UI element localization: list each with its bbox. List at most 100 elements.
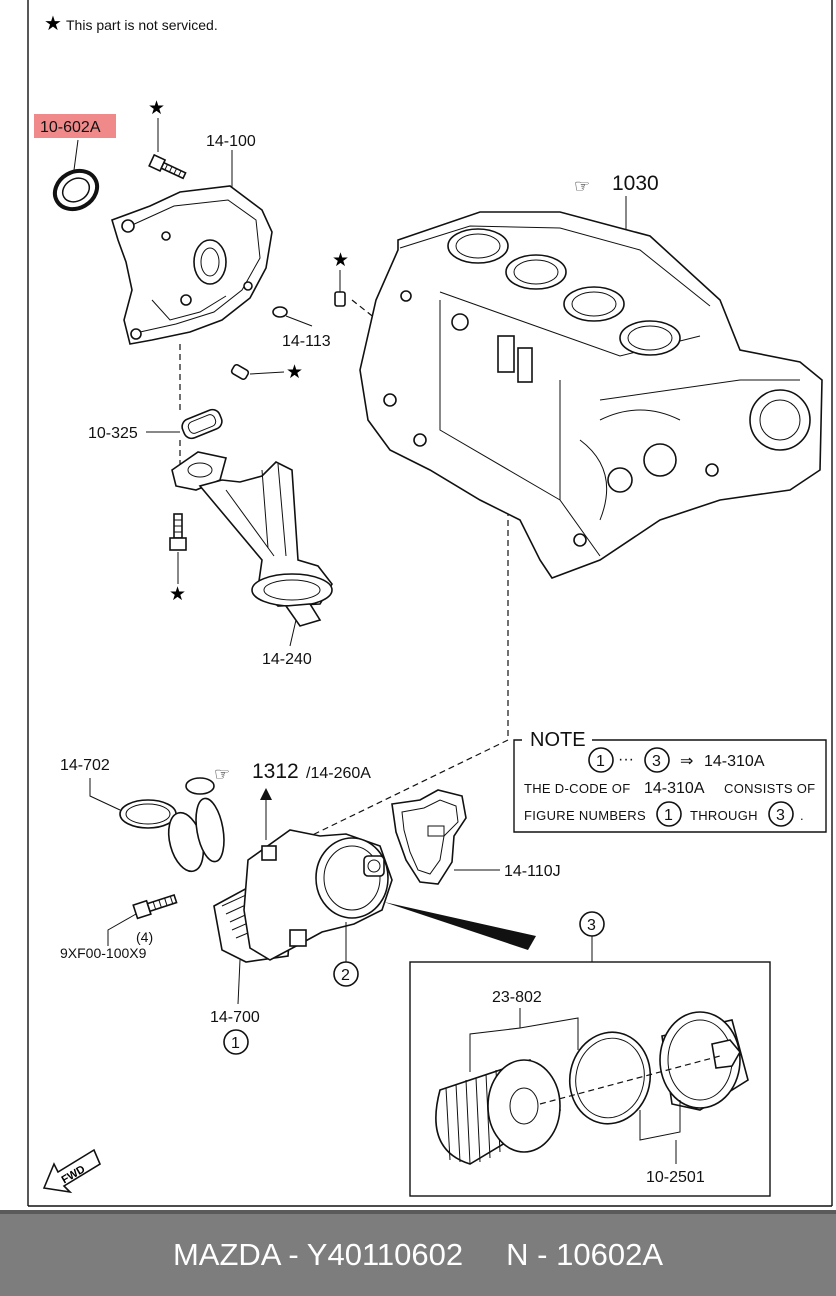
leader-oil-seal	[73, 139, 79, 171]
callout-1	[223, 1029, 249, 1055]
oil-seal-group: 10-602A	[34, 114, 116, 212]
label-oil-strainer: 14-240	[262, 651, 312, 668]
parts-diagram: ★ This part is not serviced. 10-602A ★ 1…	[27, 0, 833, 1207]
fwd-label: FWD	[60, 1163, 88, 1186]
note-dots: ···	[618, 751, 634, 768]
hand-pointer-icon: ☞	[574, 176, 590, 197]
leader-dowel-star	[249, 371, 285, 375]
guide-line	[297, 739, 509, 843]
callout-2-text: 2	[341, 967, 350, 984]
star-icon: ★	[332, 249, 349, 271]
footer-bar: MAZDA - Y40110602 N - 10602A	[0, 1210, 836, 1296]
highlight-box	[34, 114, 116, 138]
fwd-arrow-icon: FWD	[42, 1148, 102, 1194]
callout-1-text: 1	[231, 1035, 240, 1052]
block-dowel-pin	[334, 291, 346, 307]
pointer-wedge	[384, 902, 536, 950]
footer-gap	[463, 1237, 506, 1272]
footer-sep: -	[279, 1237, 307, 1272]
gasket-325-group: 10-325	[88, 408, 223, 442]
label-bolt: 9XF00-100X9	[60, 945, 147, 961]
ref-1312-group: ☞ 1312 /14-260A	[214, 760, 371, 840]
note-callout-1	[588, 747, 614, 773]
header-note-text: This part is not serviced.	[66, 17, 218, 33]
note-callout-3	[644, 747, 670, 773]
label-o-ring-702: 14-702	[60, 757, 110, 774]
label-gasket-110j: 14-110J	[504, 863, 561, 880]
gasket-325	[181, 408, 223, 440]
not-serviced-note: ★ This part is not serviced.	[44, 11, 218, 35]
label-ref-14-260a: /14-260A	[306, 765, 371, 782]
note-line2-code: 14-310A	[644, 780, 705, 797]
footer-brand: MAZDA	[172, 1237, 280, 1272]
label-oil-pump: 14-100	[206, 133, 256, 150]
o-ring	[185, 777, 215, 795]
dowel-pin	[230, 363, 250, 381]
label-bolt-qty: (4)	[136, 929, 153, 945]
star-icon: ★	[286, 361, 303, 383]
hand-pointer-icon: ☞	[214, 764, 230, 785]
leader-bolt	[107, 913, 137, 946]
star-icon: ★	[148, 97, 165, 119]
footer-part-number: Y40110602	[306, 1237, 464, 1272]
oil-seal-ring	[52, 168, 100, 212]
cooler-bolt	[132, 893, 178, 920]
note-callout-1-text: 1	[596, 753, 605, 770]
label-oil-seal: 10-602A	[40, 119, 101, 136]
note-frame	[513, 739, 827, 833]
o-ring-small	[272, 306, 288, 318]
cylinder-block-body	[359, 211, 823, 579]
cap-nut	[363, 855, 385, 877]
label-oil-cooler: 14-700	[210, 1009, 260, 1026]
note-line2-a: THE D-CODE OF	[524, 781, 630, 796]
filter-o-ring	[568, 1031, 652, 1125]
pump-bolt	[148, 153, 187, 180]
oil-cooler-group: (4) 9XF00-100X9 14-700 1 2	[60, 829, 536, 1055]
note-callout-1b	[656, 801, 682, 827]
oil-strainer-group: 14-240 ★	[169, 451, 333, 668]
strainer-bolt	[169, 513, 187, 551]
label-filter-element: 23-802	[492, 989, 542, 1006]
footer-n-prefix: N -	[506, 1237, 557, 1272]
filter-housing-cap	[315, 837, 389, 919]
note-code: 14-310A	[704, 753, 765, 770]
callout-3-text: 3	[587, 917, 596, 934]
note-box: NOTE 1 ··· 3 ⇒ 14-310A THE D-CODE OF 14-…	[513, 729, 827, 833]
leader-filter-element	[469, 1008, 521, 1072]
oil-pump-body	[111, 185, 273, 345]
leader-o-ring-702	[89, 778, 121, 811]
o-ring	[195, 797, 225, 863]
note-arrow: ⇒	[680, 753, 693, 770]
label-14-113: 14-113	[282, 333, 331, 350]
note-callout-3b-text: 3	[776, 807, 785, 824]
o-ring-702-group: 14-702	[60, 757, 225, 873]
leader-filter-cap	[639, 1100, 681, 1141]
note-callout-3b	[768, 801, 794, 827]
star-icon: ★	[169, 583, 186, 605]
oil-pump-group: ★ 14-100 14-113 ★	[111, 97, 331, 383]
leader-oil-cooler	[237, 959, 241, 1005]
footer-n-code: 10602A	[556, 1237, 663, 1272]
note-line3-end: .	[800, 808, 804, 823]
leader-14-113	[285, 315, 313, 327]
note-line3-a: FIGURE NUMBERS	[524, 808, 646, 823]
filter-exploded-box: 3 23-802 10-2501	[409, 911, 771, 1197]
leader-filter-element-b	[519, 1017, 579, 1050]
label-filter-cap: 10-2501	[646, 1169, 705, 1186]
note-line3-b: THROUGH	[690, 808, 758, 823]
label-cylinder-block: 1030	[612, 172, 659, 195]
leader-oil-strainer	[289, 619, 297, 647]
note-callout-1b-text: 1	[664, 807, 673, 824]
note-line2-b: CONSISTS OF	[724, 781, 815, 796]
footer-text: MAZDA - Y40110602 N - 10602A	[0, 1214, 836, 1296]
gasket-110j	[391, 789, 467, 885]
gasket-110j-group: 14-110J	[391, 789, 561, 885]
label-gasket-325: 10-325	[88, 425, 138, 442]
exploded-frame	[409, 961, 771, 1197]
cylinder-block-group: ☞ 1030 ★	[332, 172, 823, 579]
note-callout-3-text: 3	[652, 753, 661, 770]
note-title: NOTE	[530, 729, 586, 751]
label-ref-1312: 1312	[252, 760, 299, 783]
cap-hex-nut	[711, 1039, 741, 1069]
star-icon: ★	[44, 11, 62, 35]
